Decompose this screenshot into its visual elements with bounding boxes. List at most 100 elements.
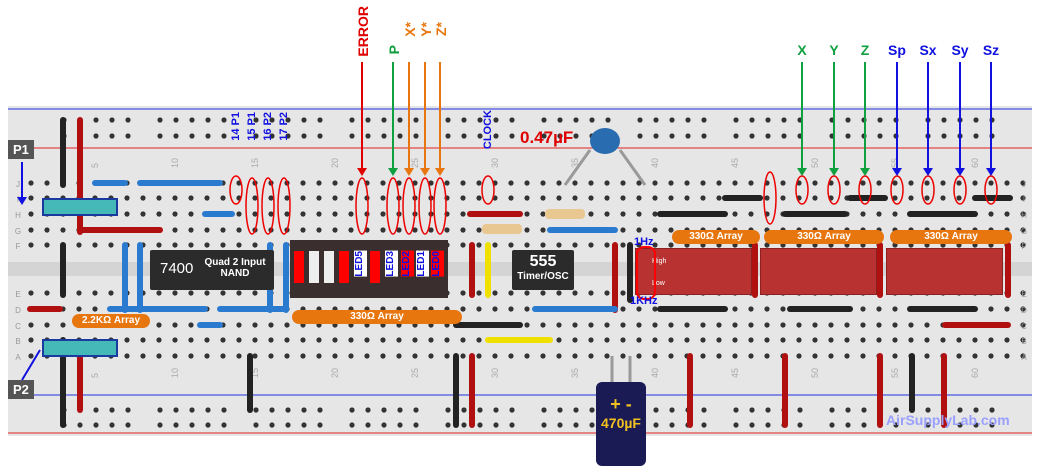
hole <box>28 353 34 359</box>
hole <box>876 211 882 217</box>
pin-label-15: 15 P1 <box>246 112 258 141</box>
hole <box>412 180 418 186</box>
hole <box>652 242 658 248</box>
hole <box>652 227 658 233</box>
hole <box>348 195 354 201</box>
hole <box>540 242 546 248</box>
highlight-ellipse <box>229 175 243 205</box>
rail-hole <box>109 407 115 413</box>
hole <box>956 337 962 343</box>
hole <box>492 306 498 312</box>
hole <box>220 353 226 359</box>
rail-hole <box>557 133 563 139</box>
hole <box>1020 322 1026 328</box>
hole <box>252 195 258 201</box>
rail-hole <box>221 422 227 428</box>
hole <box>28 180 34 186</box>
hole <box>140 195 146 201</box>
hole <box>428 337 434 343</box>
hole <box>572 290 578 296</box>
hole <box>316 195 322 201</box>
hole <box>108 242 114 248</box>
rail-hole <box>413 133 419 139</box>
arrow-head <box>955 168 965 176</box>
rail-hole <box>413 422 419 428</box>
rail-hole <box>285 407 291 413</box>
hole <box>604 337 610 343</box>
hole <box>556 337 562 343</box>
rail-hole <box>397 422 403 428</box>
hole <box>476 290 482 296</box>
hole <box>396 353 402 359</box>
hole <box>588 322 594 328</box>
rail-hole <box>349 117 355 123</box>
rail-hole <box>381 133 387 139</box>
hole <box>140 337 146 343</box>
hole <box>924 337 930 343</box>
hole <box>988 337 994 343</box>
hole <box>268 211 274 217</box>
hole <box>876 337 882 343</box>
rail-hole <box>397 117 403 123</box>
hole <box>476 353 482 359</box>
hole <box>924 353 930 359</box>
hole <box>188 337 194 343</box>
row-letter: E <box>15 290 20 299</box>
hole <box>204 290 210 296</box>
rail-hole <box>541 422 547 428</box>
rail-hole <box>189 422 195 428</box>
hole <box>860 337 866 343</box>
rail-hole <box>941 133 947 139</box>
hole <box>172 290 178 296</box>
hole <box>620 353 626 359</box>
dip-switch-xyz[interactable] <box>760 248 877 295</box>
hole <box>252 211 258 217</box>
hole <box>956 353 962 359</box>
potentiometer-p2[interactable] <box>42 339 118 357</box>
rail-hole <box>301 133 307 139</box>
hole <box>28 322 34 328</box>
hole <box>956 195 962 201</box>
rail-hole <box>93 407 99 413</box>
hole <box>268 195 274 201</box>
ic-7400: 7400 Quad 2 Input NAND <box>150 250 274 290</box>
rail-hole <box>189 117 195 123</box>
dip-switch-s[interactable] <box>886 248 1003 295</box>
hole <box>44 180 50 186</box>
hole <box>924 322 930 328</box>
rail-hole <box>653 422 659 428</box>
hole <box>204 353 210 359</box>
row-letter: G <box>15 227 21 236</box>
hole <box>812 180 818 186</box>
hole <box>524 290 530 296</box>
rail-hole <box>301 422 307 428</box>
dip-high-label: High <box>652 258 667 265</box>
rail-hole <box>749 117 755 123</box>
rail-hole <box>845 422 851 428</box>
hole <box>636 180 642 186</box>
hole <box>348 337 354 343</box>
hole <box>812 195 818 201</box>
hole <box>284 195 290 201</box>
rail-hole <box>701 117 707 123</box>
potentiometer-p1[interactable] <box>42 198 118 216</box>
hole <box>220 337 226 343</box>
hole <box>700 337 706 343</box>
hole <box>780 180 786 186</box>
rail-hole <box>973 117 979 123</box>
rail-hole <box>893 407 899 413</box>
rail-hole <box>861 422 867 428</box>
hole <box>156 322 162 328</box>
hole <box>252 242 258 248</box>
hole <box>748 322 754 328</box>
hole <box>764 306 770 312</box>
hole <box>732 322 738 328</box>
hole <box>236 242 242 248</box>
hole <box>92 290 98 296</box>
column-number: 50 <box>810 158 820 168</box>
rail-hole <box>573 133 579 139</box>
hole <box>1020 180 1026 186</box>
hole <box>780 337 786 343</box>
rail-hole <box>157 133 163 139</box>
hole <box>156 290 162 296</box>
